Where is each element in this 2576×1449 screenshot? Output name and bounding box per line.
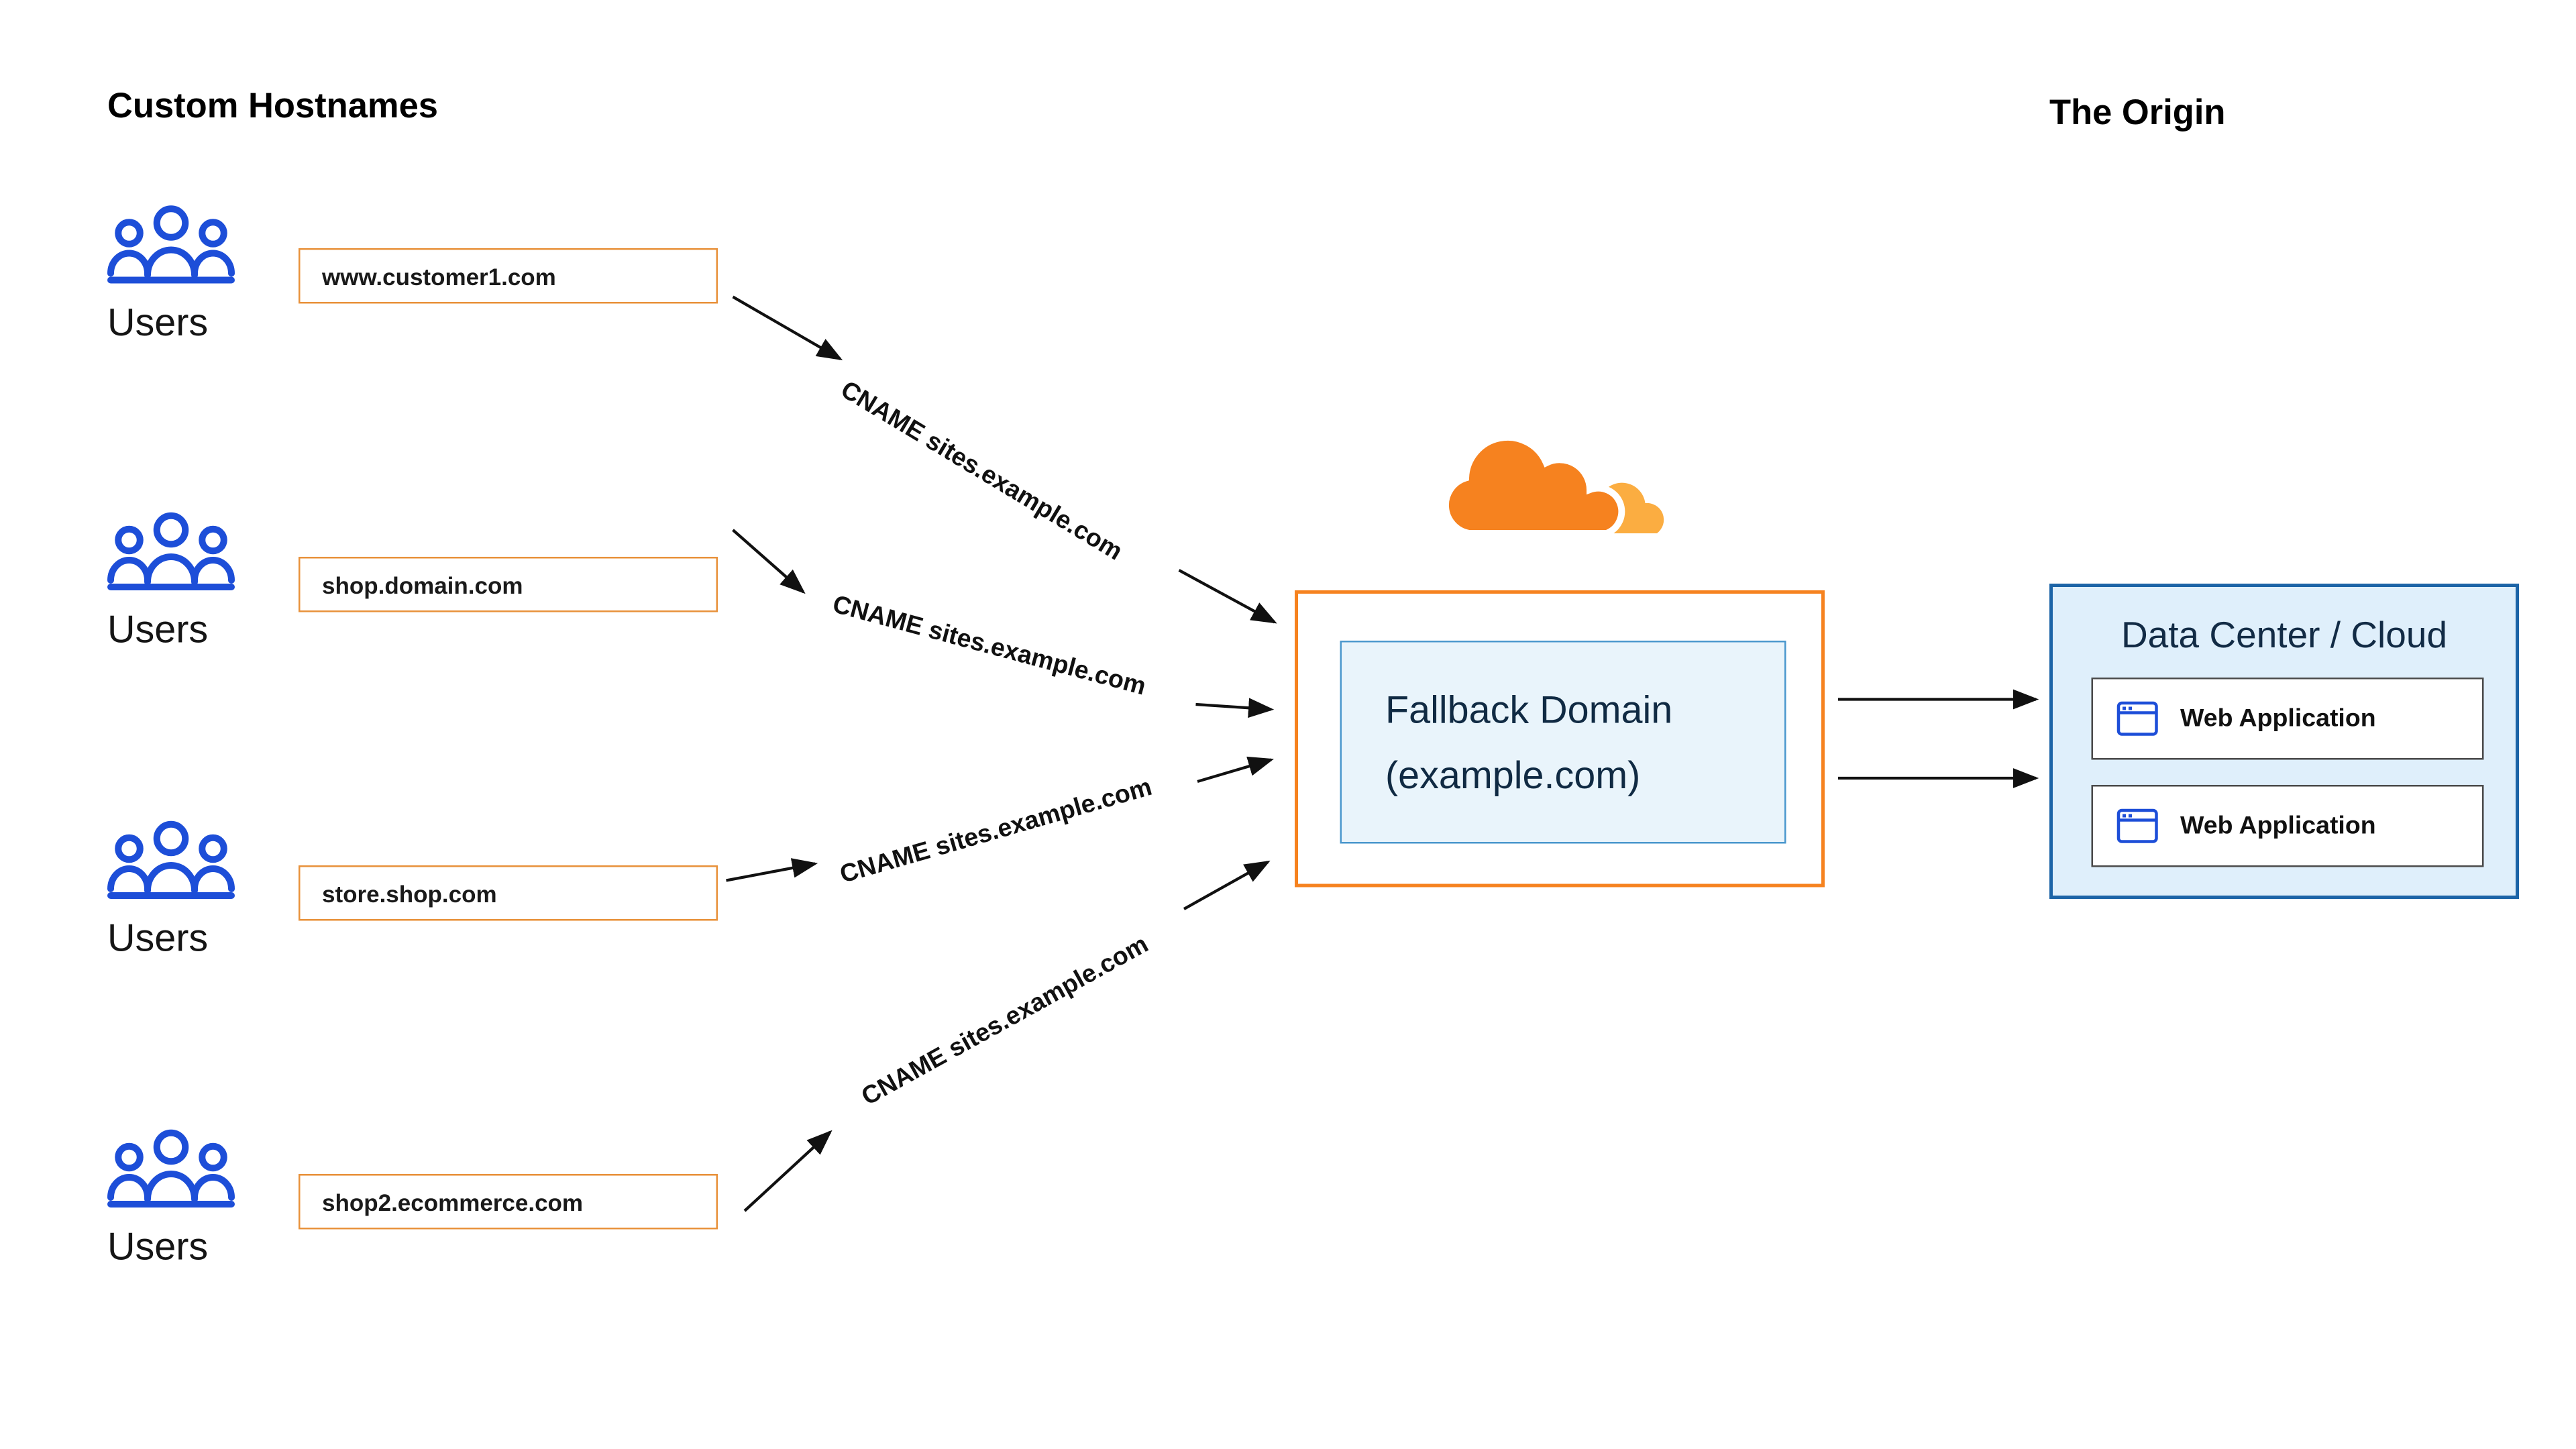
users-label: Users [107, 607, 209, 651]
browser-window-icon [2116, 808, 2158, 843]
cname-label-4: CNAME sites.example.com [857, 930, 1154, 1112]
web-application-row-1: Web Application [2091, 678, 2484, 760]
cname-arrow-3-lead [726, 858, 818, 882]
users-label: Users [107, 916, 209, 959]
cname-arrow-1-tail [1178, 569, 1277, 624]
cname-arrow-4-lead [743, 1130, 833, 1212]
fallback-outer-box: Fallback Domain (example.com) [1295, 590, 1825, 888]
user-group-1: Users [107, 205, 241, 345]
custom-hostnames-heading: Custom Hostnames [107, 87, 439, 126]
web-application-row-2: Web Application [2091, 785, 2484, 867]
users-label: Users [107, 300, 209, 344]
users-icon [107, 1129, 235, 1208]
users-label: Users [107, 1224, 209, 1268]
hostname-box-customer1: www.customer1.com [299, 248, 718, 304]
hostname-box-shop-domain: shop.domain.com [299, 557, 718, 612]
hostname-box-store-shop: store.shop.com [299, 865, 718, 921]
origin-heading: The Origin [2049, 94, 2226, 133]
user-group-2: Users [107, 512, 241, 653]
data-center-box: Data Center / Cloud Web Application Web … [2049, 584, 2519, 899]
cname-arrow-1-lead [732, 295, 843, 361]
fallback-domain-box: Fallback Domain (example.com) [1340, 641, 1786, 844]
cname-label-3: CNAME sites.example.com [837, 773, 1156, 890]
fallback-domain-line2: (example.com) [1385, 752, 1641, 796]
user-group-4: Users [107, 1129, 241, 1270]
fallback-domain-line1: Fallback Domain [1385, 687, 1673, 731]
browser-window-icon [2116, 701, 2158, 736]
cname-arrow-4-tail [1183, 860, 1271, 910]
cname-arrow-2-tail [1195, 698, 1275, 718]
users-icon [107, 820, 235, 899]
cname-label-1: CNAME sites.example.com [835, 376, 1128, 567]
users-icon [107, 512, 235, 590]
user-group-3: Users [107, 820, 241, 961]
cname-arrow-3-tail [1197, 756, 1275, 784]
web-application-label: Web Application [2180, 812, 2376, 841]
data-center-title: Data Center / Cloud [2121, 614, 2448, 656]
users-icon [107, 205, 235, 284]
cname-label-2: CNAME sites.example.com [829, 590, 1149, 702]
cloudflare-logo-icon [1442, 433, 1664, 537]
hostname-box-shop2-ecommerce: shop2.ecommerce.com [299, 1174, 718, 1230]
web-application-label: Web Application [2180, 704, 2376, 733]
cname-arrow-2-lead [732, 529, 806, 594]
